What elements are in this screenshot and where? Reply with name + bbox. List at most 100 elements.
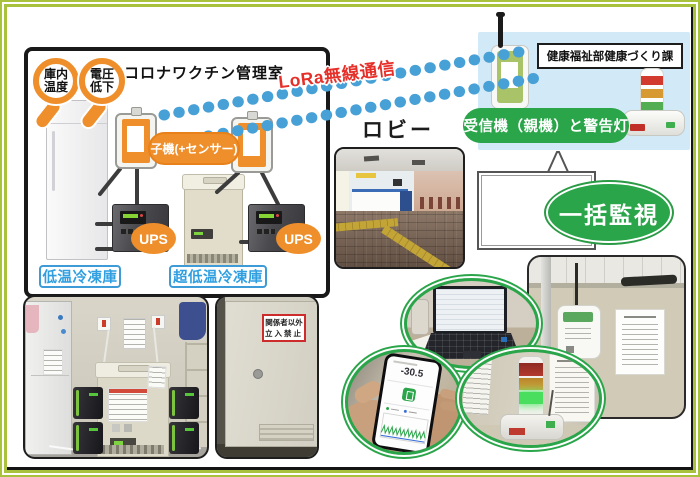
amber-light (641, 89, 663, 98)
wall-receiver-device (557, 305, 601, 359)
connection-lines (95, 167, 280, 251)
paper-notice (549, 354, 595, 422)
warning-light-ellipse-photo (459, 349, 602, 448)
base-button (546, 421, 555, 428)
chest-freezer-handle (203, 177, 227, 184)
door-vent (259, 424, 314, 441)
ups-badge-right: UPS (276, 223, 321, 254)
lobby-photo (334, 147, 465, 269)
lobby-caption: ロビー (362, 119, 434, 142)
notice-text (555, 367, 589, 415)
warning-light-base (623, 110, 685, 136)
badge-line: 低下 (89, 80, 114, 94)
sensor-screen (243, 130, 260, 156)
chest-freezer-panel (191, 229, 213, 239)
warning-light-illustration (640, 68, 664, 116)
green-light (641, 102, 663, 111)
badge-line: 温度 (43, 80, 68, 94)
device-port (566, 346, 574, 353)
notice-paper (108, 388, 148, 422)
tower-base (500, 414, 564, 440)
fridge-note (43, 349, 63, 375)
restricted-door-photo: 関係者以外 立入禁止 (215, 295, 319, 459)
floor (217, 444, 317, 457)
touchpad (463, 351, 481, 358)
callout-pointer (546, 151, 570, 173)
wall-notice-paper (615, 309, 665, 375)
notice-title (557, 360, 585, 362)
badge-line: 電圧 (89, 66, 114, 81)
monitoring-ellipse: 一括監視 (548, 184, 670, 241)
ups-buttons (121, 229, 139, 234)
mural-figures (420, 197, 462, 209)
blue-bag (179, 302, 206, 340)
sensor-antenna-icon (247, 111, 258, 120)
sensor-screen (127, 126, 144, 152)
vaccine-room-title: コロナワクチン管理室 (124, 65, 285, 82)
fridge-seam (31, 375, 69, 376)
freezer-room-photo (23, 295, 209, 459)
freezer-label-low-temp: 低温冷凍庫 (39, 265, 121, 288)
green-segment-lit (519, 392, 543, 404)
temperature-graph (379, 412, 429, 445)
ceiling-light (412, 160, 425, 165)
outlet-box (151, 315, 165, 329)
legend-dot (403, 409, 408, 414)
grille (102, 445, 164, 454)
app-icon (401, 387, 417, 403)
ups-display (120, 211, 146, 224)
door-jamb (217, 297, 225, 457)
legend-dot (385, 406, 390, 411)
freezer-handle (52, 131, 55, 191)
sticker (501, 337, 507, 342)
phone-screen: -30.5 (374, 355, 440, 452)
sign-line: 立入禁止 (265, 329, 303, 338)
restricted-sign: 関係者以外 立入禁止 (262, 314, 306, 342)
phone-temperature: -30.5 (399, 365, 425, 381)
wall-notice (123, 318, 146, 349)
legend-text (390, 408, 399, 411)
outlet-box (97, 317, 111, 331)
sensor-bubble-label: 子機(+センサー) (148, 132, 240, 165)
frame-bar (529, 283, 684, 288)
ups-stack-right (169, 387, 199, 457)
control-panel (110, 438, 136, 449)
smartphone: -30.5 (370, 352, 444, 452)
notice-text (622, 324, 658, 368)
chest-freezer-grille (187, 254, 238, 263)
ups-buttons (257, 229, 275, 234)
wall-antenna-icon (575, 263, 578, 307)
temperature-magnifier-icon: 庫内 温度 (33, 58, 79, 104)
divider (387, 379, 434, 388)
monitor (393, 179, 402, 186)
department-label: 健康福祉部健康づくり課 (537, 43, 683, 69)
magnet (61, 329, 66, 334)
doorknob (253, 369, 263, 379)
window (336, 171, 349, 211)
voltage-magnifier-icon: 電圧 低下 (79, 58, 125, 104)
ups-badge-left: UPS (131, 223, 176, 254)
reception-counter (352, 189, 408, 214)
tower-light (518, 356, 544, 418)
pink-cloth (26, 305, 39, 333)
legend-text (408, 411, 417, 414)
sticker (112, 424, 120, 432)
paper (462, 357, 492, 415)
aluminum-frame (541, 257, 551, 417)
laptop-screen (433, 286, 507, 334)
receiver-bubble-label: 受信機（親機）と警告灯 (463, 108, 629, 143)
monitoring-label: 一括監視 (559, 201, 659, 228)
freezer-seam (47, 123, 107, 124)
device-text (565, 328, 591, 342)
base-label (509, 428, 525, 435)
base-button (666, 122, 675, 128)
red-light (641, 76, 663, 85)
phone-cradle (411, 299, 429, 335)
ups-display (256, 211, 282, 224)
child-sensor-unit-left (115, 107, 157, 169)
amber-segment (519, 378, 543, 390)
laptop-ellipse-photo (404, 278, 539, 369)
sensor-antenna-icon (131, 107, 142, 116)
